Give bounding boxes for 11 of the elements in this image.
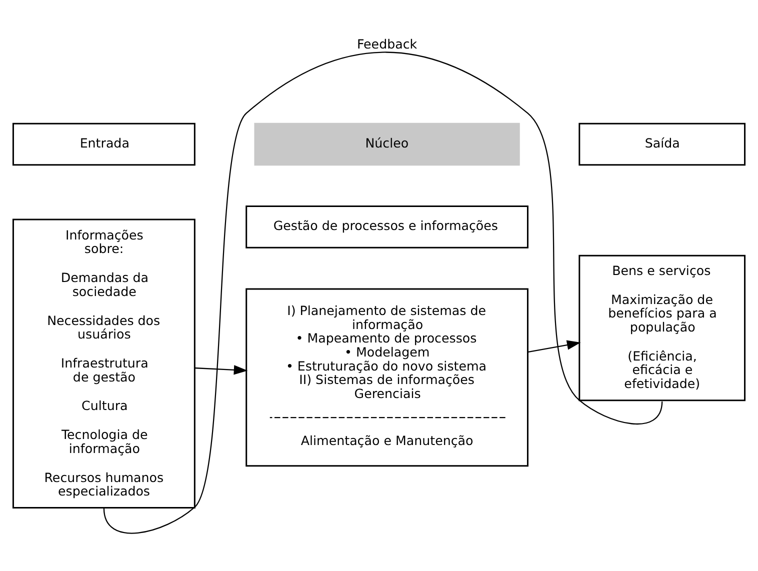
connector (103, 51, 663, 534)
node-box: I) Planejamento de sistemas de informação • Mapeamento de processos • Modelagem • Estruturação do novo sistema II) Sistemas de informações Gerenciais Alimentação e Manutenção (246, 288, 528, 466)
arrow (194, 364, 248, 374)
edge-label: Feedback (356, 36, 418, 52)
arrow (528, 340, 581, 352)
node-box: Núcleo (254, 122, 520, 166)
node-box: Informações sobre: Demandas da sociedade Necessidades dos usuários Infraestrutura de gestão Cultura Tecnologia de informação Recursos humanos especializados (12, 218, 196, 508)
node-box: Gestão de processos e informações (246, 205, 528, 248)
node-box: Entrada (12, 122, 196, 166)
node-box: Saída (578, 122, 746, 166)
node-box: Bens e serviços Maximização de benefícios para a população (Eficiência, eficácia e efetividade) (578, 254, 746, 401)
